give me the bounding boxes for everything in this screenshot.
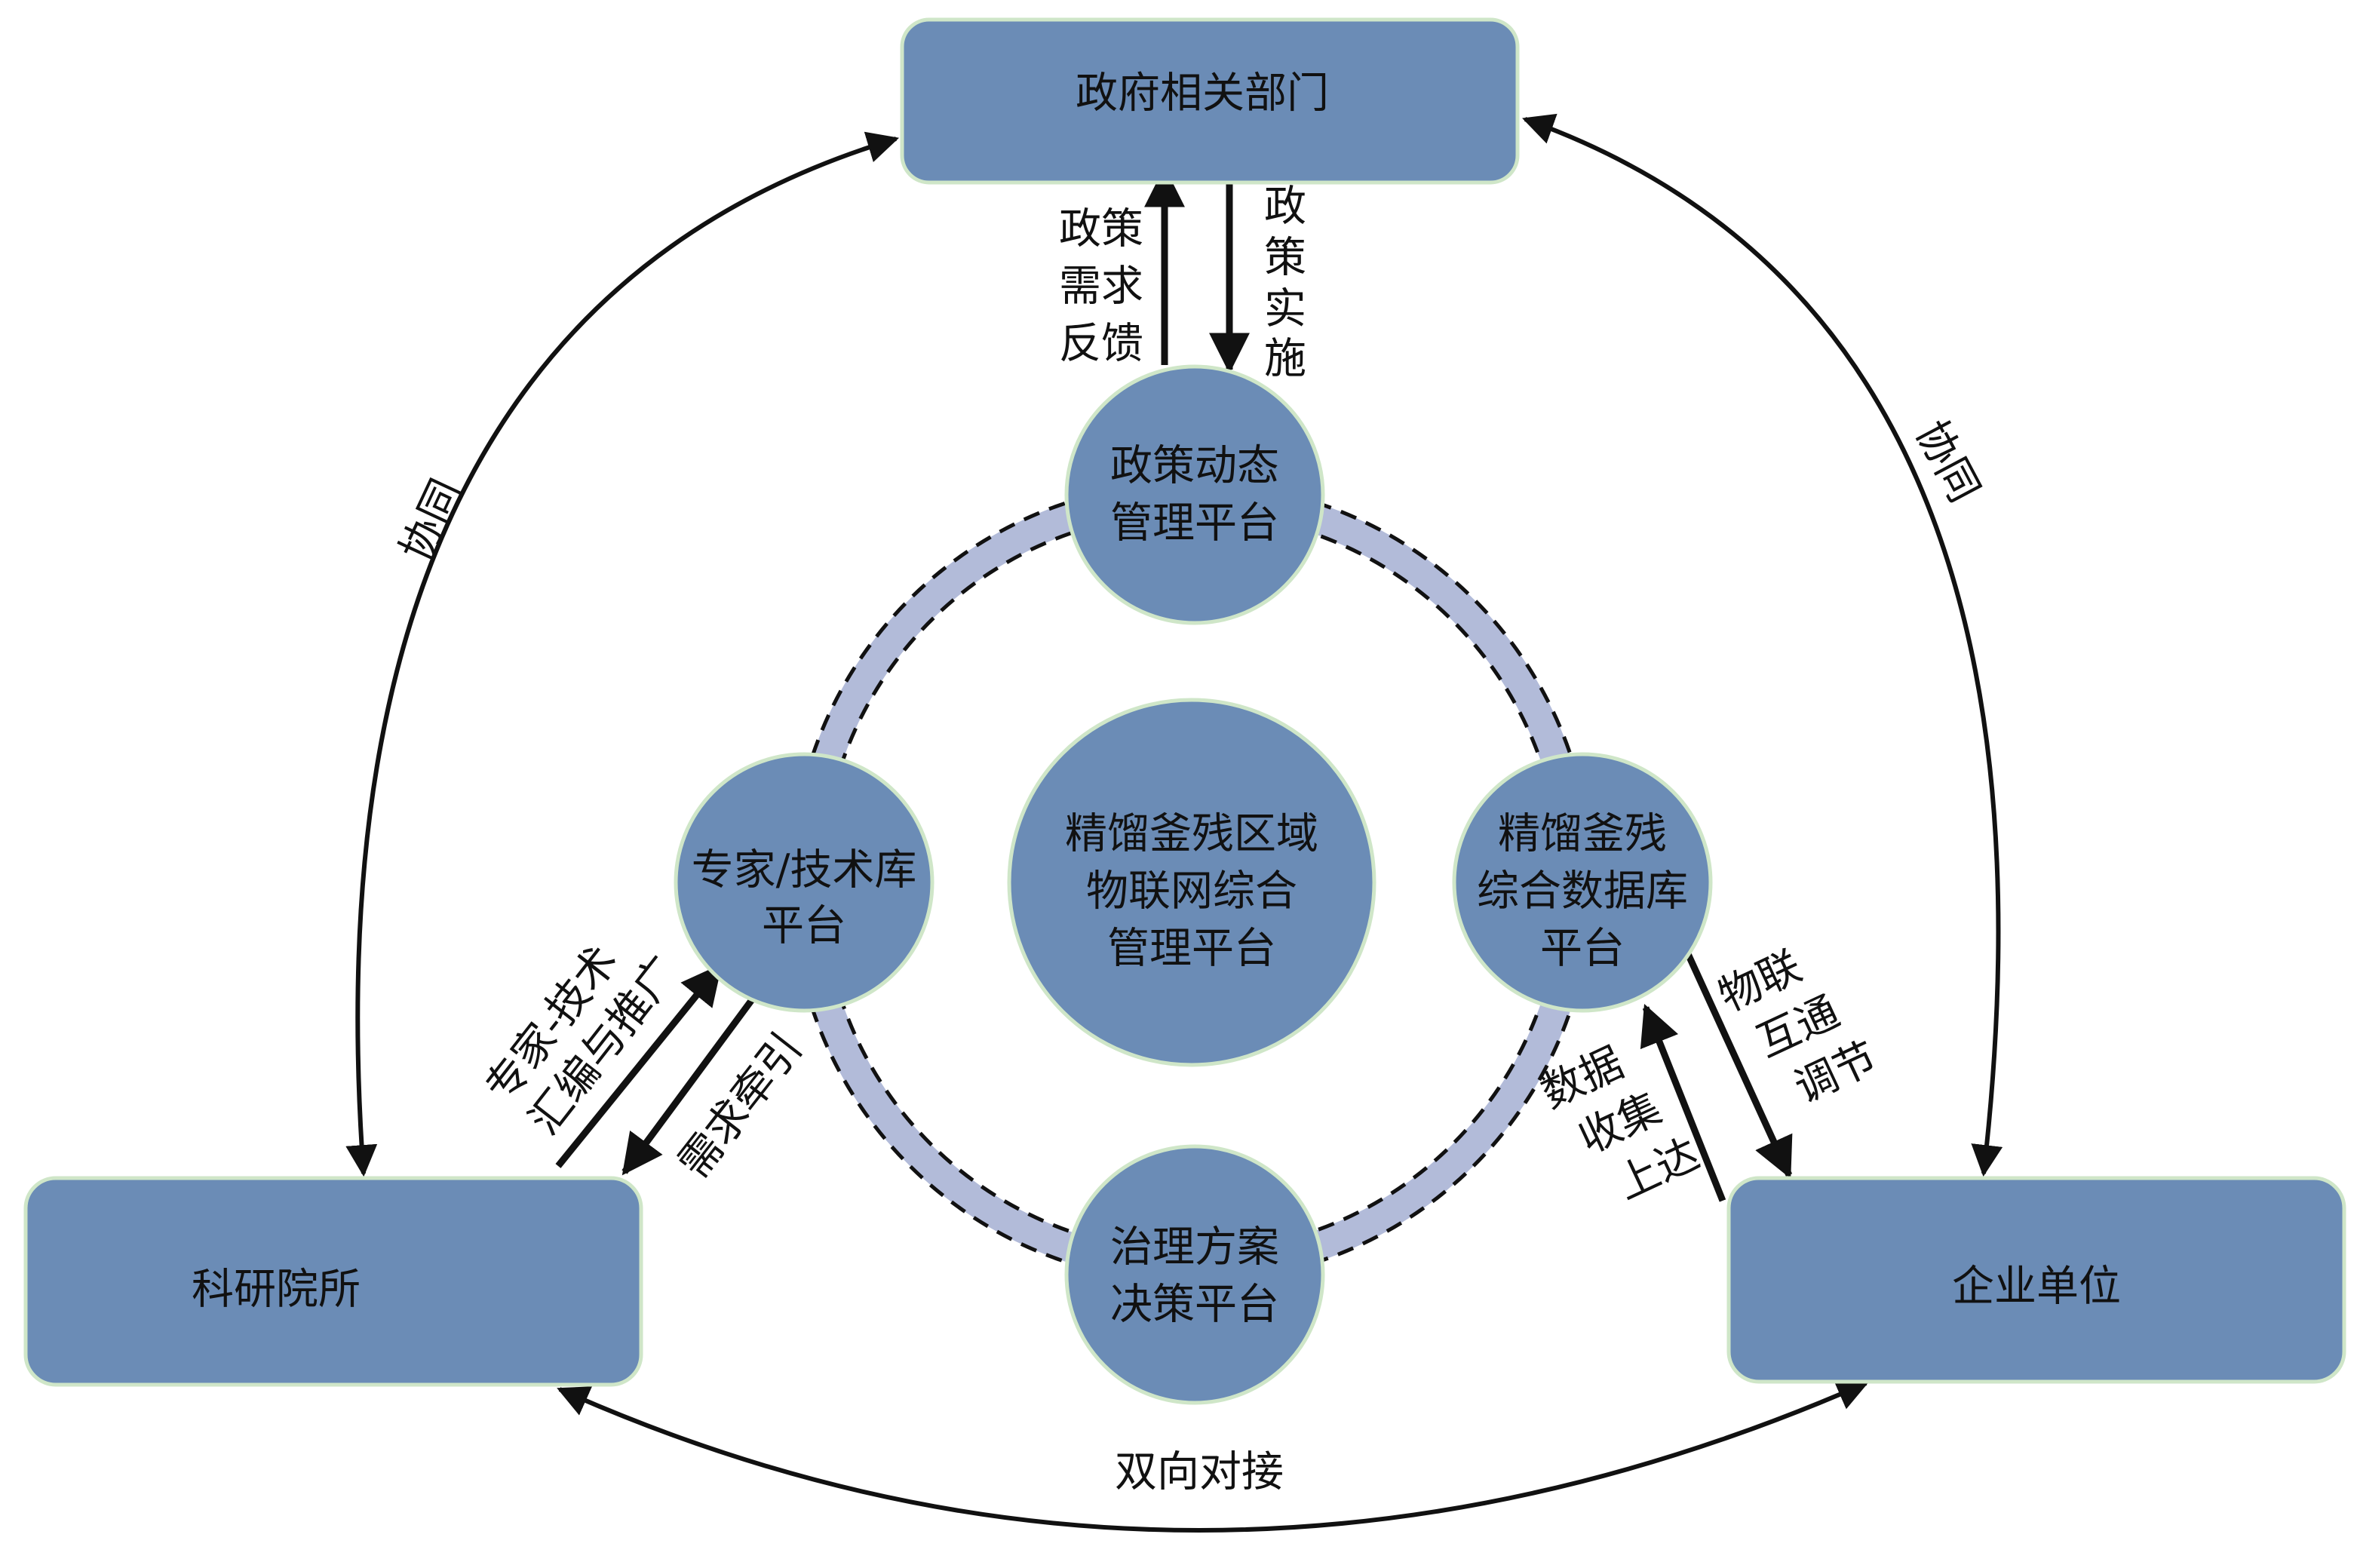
demand-pull-arrow xyxy=(621,990,760,1176)
center-line-2: 物联网综合 xyxy=(1086,867,1297,916)
policy-line-1: 政策动态 xyxy=(1110,442,1279,491)
coop-right-label: 协同 xyxy=(1906,413,1989,510)
policy-line-2: 管理平台 xyxy=(1110,499,1279,548)
expert-line-1: 专家/技术库 xyxy=(692,846,917,895)
database-line-2: 综合数据库 xyxy=(1477,867,1688,916)
expert-up-arrow xyxy=(555,963,723,1168)
data-up-arrow xyxy=(1640,1003,1726,1202)
demand-pull-label: 需求牵引 xyxy=(669,1024,812,1188)
research-label: 科研院所 xyxy=(192,1266,361,1315)
enterprise-box: 企业单位 xyxy=(1726,1176,2346,1384)
decision-line-1: 治理方案 xyxy=(1110,1223,1279,1272)
center-platform: 精馏釜残区域 物联网综合 管理平台 xyxy=(1007,698,1376,1067)
policy-feedback-label: 政策 需求 反馈 xyxy=(1059,205,1143,369)
label-char: 施 xyxy=(1264,335,1306,384)
iot-down-arrow xyxy=(1681,946,1793,1179)
enterprise-label: 企业单位 xyxy=(1952,1263,2121,1312)
label-char: 政 xyxy=(1264,183,1306,232)
coop-left-arrow xyxy=(345,131,900,1177)
research-box: 科研院所 xyxy=(23,1176,643,1387)
expert-line-2: 平台 xyxy=(762,902,846,951)
label-char: 实 xyxy=(1264,285,1306,334)
bidirectional-arrow xyxy=(557,1379,1869,1533)
iot-down-label: 物联 互通 调节 xyxy=(1711,941,1884,1112)
data-up-label: 数据 收集 上达 xyxy=(1533,1038,1706,1209)
coop-left-label: 协同 xyxy=(391,472,471,569)
decision-platform: 治理方案 决策平台 xyxy=(1064,1144,1325,1405)
expert-up-label: 专家-技术 汇编与推广 xyxy=(476,937,688,1144)
policy-platform: 政策动态 管理平台 xyxy=(1064,364,1325,625)
policy-implement-label: 政 策 实 施 xyxy=(1264,183,1306,384)
bidirectional-label: 双向对接 xyxy=(1115,1448,1284,1497)
database-line-1: 精馏釜残 xyxy=(1498,810,1667,859)
center-line-1: 精馏釜残区域 xyxy=(1065,810,1318,859)
label-line: 政策 xyxy=(1059,205,1143,254)
center-line-3: 管理平台 xyxy=(1107,925,1276,974)
database-line-3: 平台 xyxy=(1540,925,1625,974)
label-char: 策 xyxy=(1264,234,1306,283)
government-box: 政府相关部门 xyxy=(900,17,1520,185)
label-line: 需求 xyxy=(1059,262,1143,311)
database-platform: 精馏釜残 综合数据库 平台 xyxy=(1452,752,1713,1013)
government-label: 政府相关部门 xyxy=(1076,69,1329,118)
label-line: 反馈 xyxy=(1059,320,1143,369)
coop-right-arrow xyxy=(1522,113,2003,1177)
expert-platform: 专家/技术库 平台 xyxy=(674,752,935,1013)
decision-line-2: 决策平台 xyxy=(1110,1281,1279,1330)
